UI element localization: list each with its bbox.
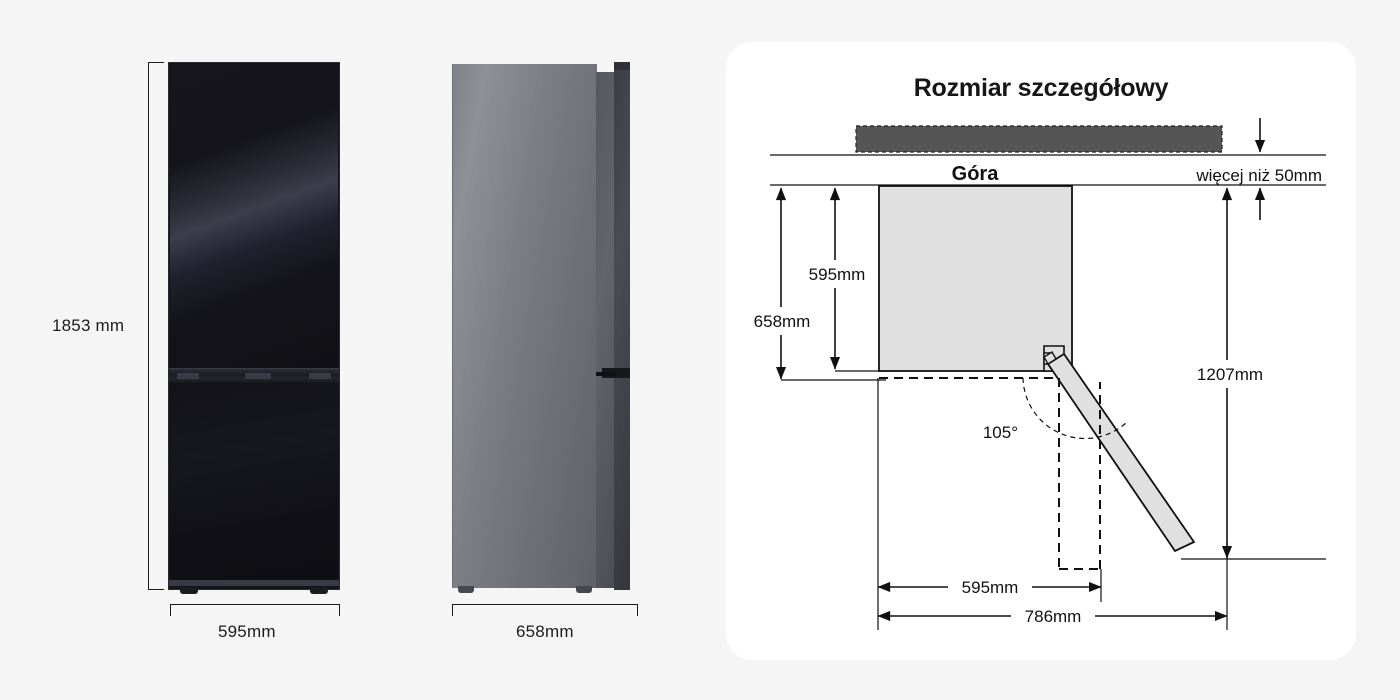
cabinet-top-plan: Góra bbox=[878, 163, 1073, 372]
front-divider-notch-left bbox=[177, 373, 199, 379]
wall-top-bar bbox=[855, 125, 1223, 153]
height-dimension-label: 1853 mm bbox=[52, 316, 125, 335]
dim-cabinet-depth: 595mm bbox=[800, 187, 874, 370]
side-foot-front bbox=[458, 586, 474, 593]
side-door-edge-top bbox=[614, 62, 630, 70]
front-width-dimension-bracket bbox=[170, 604, 340, 616]
door-footprint-dashed bbox=[879, 377, 1101, 570]
detail-size-card: Rozmiar szczegółowy bbox=[726, 42, 1356, 660]
dim-right-total-label: 1207mm bbox=[1197, 365, 1263, 384]
door-angle-label: 105° bbox=[983, 423, 1018, 442]
front-base-plinth bbox=[169, 580, 339, 586]
dim-bottom-inner: 595mm bbox=[877, 573, 1102, 601]
side-secondary-panel bbox=[596, 72, 614, 588]
dim-total-depth-label: 658mm bbox=[754, 312, 811, 331]
side-depth-dimension-label: 658mm bbox=[516, 622, 574, 641]
card-title: Rozmiar szczegółowy bbox=[913, 74, 1169, 102]
dim-bottom-outer-label: 786mm bbox=[1025, 607, 1082, 626]
dim-bottom-inner-label: 595mm bbox=[962, 578, 1019, 597]
dim-cabinet-depth-label: 595mm bbox=[809, 265, 866, 284]
top-view-diagram: więcej niż 50mm Góra bbox=[726, 42, 1356, 660]
side-main-panel bbox=[452, 64, 597, 588]
clearance-label: więcej niż 50mm bbox=[1195, 166, 1322, 185]
door-angle-indicator: 105° bbox=[983, 377, 1127, 442]
height-dimension-bracket bbox=[148, 62, 164, 590]
dim-right-total: 1207mm bbox=[1188, 187, 1272, 559]
refrigerator-side-view-icon bbox=[452, 62, 638, 593]
side-depth-dimension-bracket bbox=[452, 604, 638, 616]
opened-door-panel bbox=[1043, 351, 1196, 553]
front-door-divider bbox=[169, 368, 339, 384]
front-lower-door bbox=[170, 383, 338, 580]
dim-bottom-outer: 786mm bbox=[877, 602, 1228, 630]
side-handle-gap-inner bbox=[596, 372, 616, 376]
refrigerator-front-view-icon bbox=[168, 62, 340, 594]
side-door-edge bbox=[614, 62, 630, 590]
front-width-dimension-label: 595mm bbox=[218, 622, 276, 641]
front-upper-door bbox=[170, 64, 338, 368]
side-handle-gap bbox=[602, 368, 630, 378]
front-divider-notch-right bbox=[309, 373, 331, 379]
dim-total-depth: 658mm bbox=[744, 187, 820, 380]
product-views-panel: 1853 mm 595mm 658mm bbox=[52, 62, 638, 641]
front-foot-left bbox=[180, 587, 198, 594]
side-foot-rear bbox=[576, 586, 592, 593]
front-divider-notch-center bbox=[245, 373, 271, 379]
cabinet-label: Góra bbox=[952, 163, 1000, 185]
front-foot-right bbox=[310, 587, 328, 594]
